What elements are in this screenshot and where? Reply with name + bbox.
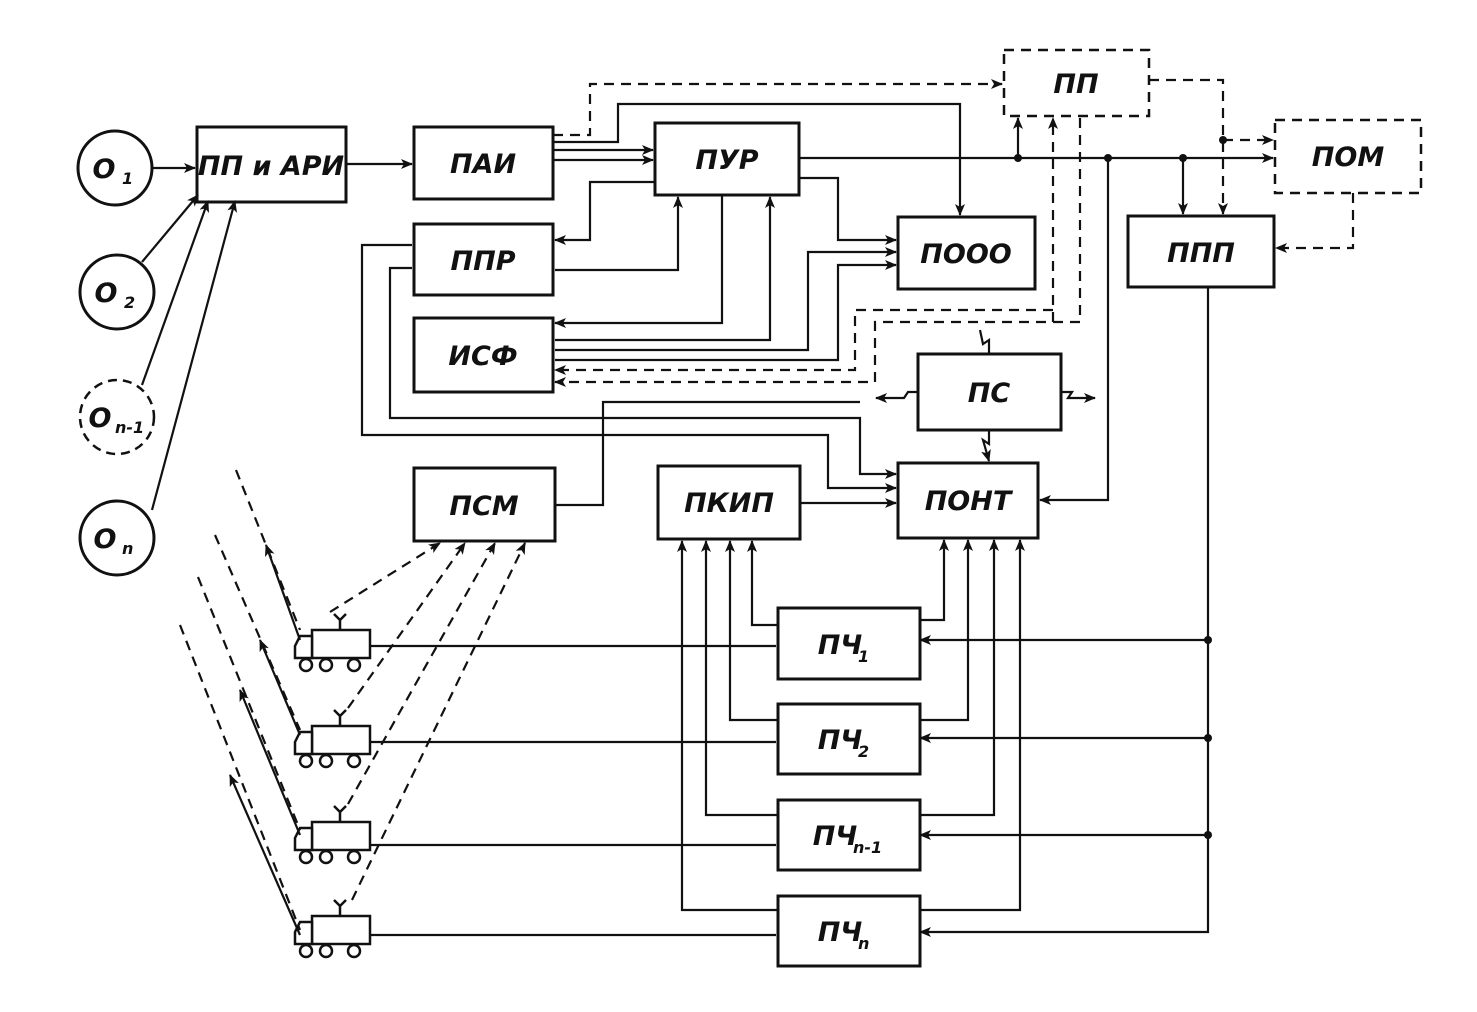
block-pai: ПАИ xyxy=(412,125,555,201)
truck-icon-4 xyxy=(293,899,372,959)
svg-text:n: n xyxy=(122,539,133,558)
svg-text:О: О xyxy=(94,524,117,555)
svg-text:ПОНТ: ПОНТ xyxy=(925,486,1014,517)
block-pont: ПОНТ xyxy=(896,461,1040,540)
block-pp-ari: ПП и АРИ xyxy=(195,125,348,204)
svg-text:ПОМ: ПОМ xyxy=(1312,142,1385,173)
unit-pch2: ПЧ 2 xyxy=(776,702,922,776)
svg-text:ПУР: ПУР xyxy=(695,145,758,176)
svg-text:ИСФ: ИСФ xyxy=(448,341,517,372)
svg-text:О: О xyxy=(93,154,116,185)
connections xyxy=(140,78,1355,937)
block-pp: ПП xyxy=(1002,48,1151,118)
svg-text:ППР: ППР xyxy=(451,246,516,277)
unit-pch1: ПЧ 1 xyxy=(776,606,922,681)
svg-text:ПКИП: ПКИП xyxy=(684,488,774,519)
svg-text:ПС: ПС xyxy=(968,378,1011,409)
svg-text:n: n xyxy=(858,934,869,953)
svg-text:О: О xyxy=(89,403,112,434)
svg-text:ПООО: ПООО xyxy=(920,239,1011,270)
svg-text:ПАИ: ПАИ xyxy=(450,149,516,180)
truck-icon-1 xyxy=(293,613,372,673)
svg-text:ППП: ППП xyxy=(1167,238,1235,269)
svg-text:О: О xyxy=(95,278,118,309)
svg-text:ПП: ПП xyxy=(1053,69,1099,100)
block-isf: ИСФ xyxy=(412,316,555,394)
svg-text:n-1: n-1 xyxy=(853,838,882,857)
block-ppr: ППР xyxy=(412,222,555,297)
block-pom: ПОМ xyxy=(1273,118,1423,195)
source-on-1: О n-1 xyxy=(78,378,156,456)
svg-text:1: 1 xyxy=(858,647,869,666)
svg-text:ПЧ: ПЧ xyxy=(813,821,858,852)
source-on: О n xyxy=(78,499,156,577)
svg-text:ПП и АРИ: ПП и АРИ xyxy=(198,151,345,182)
truck-icon-2 xyxy=(293,709,372,769)
svg-text:ПСМ: ПСМ xyxy=(449,491,518,522)
svg-text:n-1: n-1 xyxy=(115,418,144,437)
block-psm: ПСМ xyxy=(412,466,557,543)
unit-pchn-1: ПЧ n-1 xyxy=(776,798,922,872)
block-ps: ПС xyxy=(916,352,1063,432)
truck-icon-3 xyxy=(293,805,372,865)
svg-text:2: 2 xyxy=(124,293,135,312)
block-ppp: ППП xyxy=(1126,214,1276,289)
svg-text:ПЧ: ПЧ xyxy=(818,725,863,756)
svg-text:ПЧ: ПЧ xyxy=(818,917,863,948)
unit-pchn: ПЧ n xyxy=(776,894,922,968)
svg-text:2: 2 xyxy=(858,742,869,761)
source-o2: О 2 xyxy=(78,253,156,331)
source-o1: О 1 xyxy=(76,129,154,207)
block-pur: ПУР xyxy=(653,121,801,197)
svg-text:1: 1 xyxy=(122,169,133,188)
block-pkip: ПКИП xyxy=(656,464,802,541)
block-pooo: ПООО xyxy=(896,215,1037,291)
svg-text:ПЧ: ПЧ xyxy=(818,630,863,661)
